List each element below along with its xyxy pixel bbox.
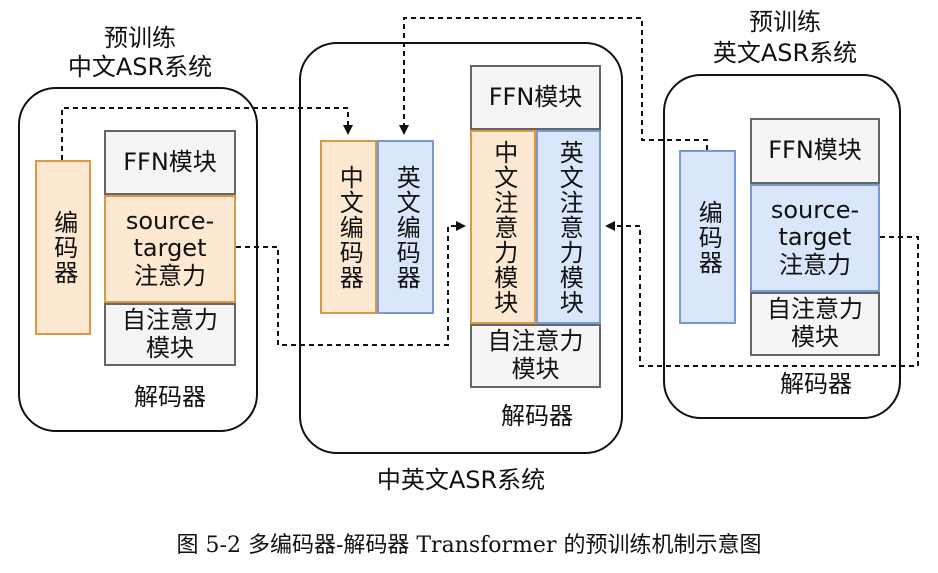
middle-zh-attention: 中文注意力模块 [470, 130, 536, 324]
right-encoder: 编码器 [679, 150, 736, 324]
middle-system-title: 中英文ASR系统 [376, 466, 546, 494]
middle-ffn-module: FFN模块 [470, 65, 601, 130]
left-system-title-line2: 中文ASR系统 [67, 53, 213, 81]
left-system-title-line1: 预训练 [104, 24, 176, 52]
left-self-attention: 自注意力 模块 [104, 303, 236, 366]
figure-caption: 图 5-2 多编码器-解码器 Transformer 的预训练机制示意图 [176, 533, 762, 558]
right-system-title-line2: 英文ASR系统 [712, 39, 858, 67]
left-cross-attention: source- target 注意力 [104, 195, 236, 303]
right-system-title-line1: 预训练 [749, 8, 821, 36]
left-encoder: 编码器 [35, 160, 91, 335]
middle-zh-encoder: 中文编码器 [320, 140, 377, 314]
right-decoder-label: 解码器 [780, 370, 852, 398]
right-self-attention: 自注意力 模块 [750, 292, 880, 356]
middle-en-encoder: 英文编码器 [377, 140, 434, 314]
middle-decoder-label: 解码器 [501, 402, 573, 430]
left-ffn-module: FFN模块 [104, 130, 236, 195]
middle-self-attention: 自注意力 模块 [470, 324, 601, 388]
right-ffn-module: FFN模块 [750, 118, 880, 184]
left-decoder-label: 解码器 [134, 383, 206, 411]
right-cross-attention: source- target 注意力 [750, 184, 880, 292]
middle-en-attention: 英文注意力模块 [536, 130, 601, 324]
